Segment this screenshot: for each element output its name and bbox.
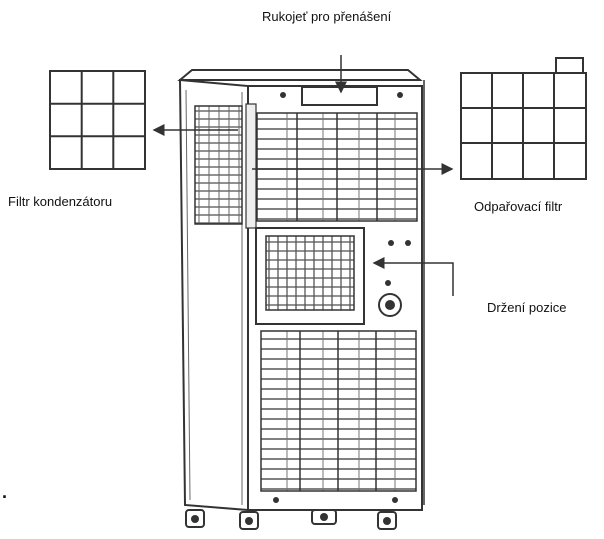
evaporator-filter-grid — [460, 57, 587, 180]
unit-body — [177, 69, 425, 512]
condenser-filter-label: Filtr kondenzátoru — [8, 194, 113, 209]
condenser-filter-grid — [49, 70, 146, 170]
evaporator-filter-label: Odpařovací filtr — [474, 199, 563, 214]
handle-label: Rukojeť pro přenášení — [262, 9, 392, 24]
bottom-mark: . — [2, 482, 8, 502]
callout-arrows — [152, 55, 454, 296]
caster-wheels — [185, 509, 397, 530]
holding-position-arrow — [372, 257, 454, 296]
holding-position-label: Držení pozice — [487, 300, 567, 315]
